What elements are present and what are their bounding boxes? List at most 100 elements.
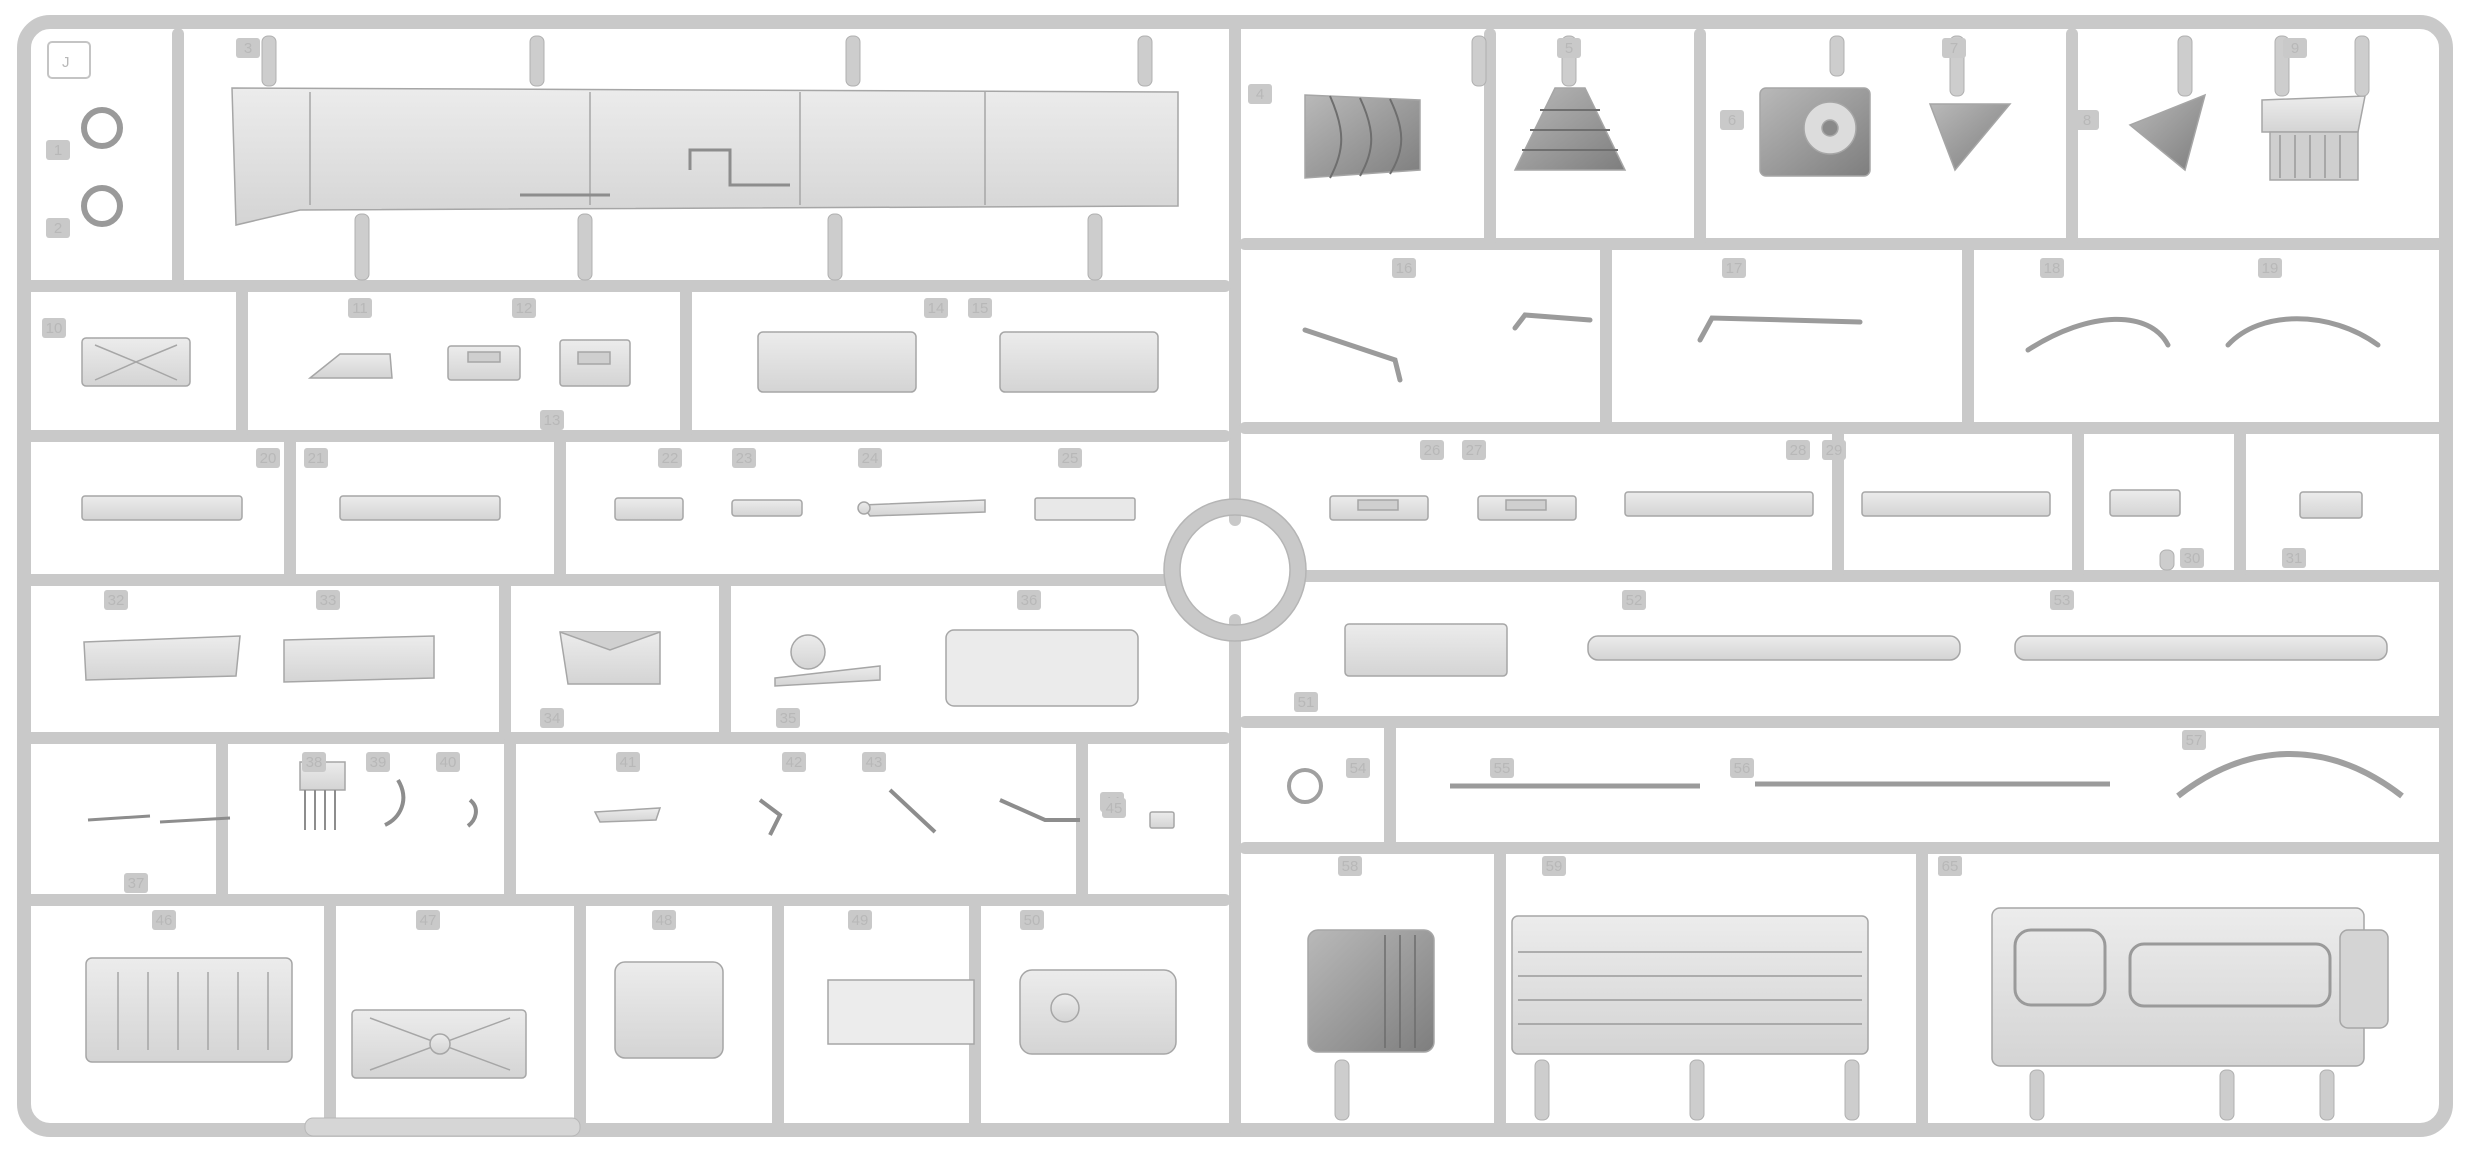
part-number-tag-icon: 18 bbox=[2040, 258, 2064, 278]
part-34 bbox=[559, 631, 661, 685]
part-number-tag-icon: 55 bbox=[1490, 758, 1514, 778]
part-number-tag-icon: 10 bbox=[42, 318, 66, 338]
part-number-tag-icon: 2 bbox=[46, 218, 70, 238]
part-number-label: 8 bbox=[2083, 112, 2091, 129]
part-number-tag-icon: 30 bbox=[2180, 548, 2204, 568]
part-number-label: 23 bbox=[736, 450, 753, 467]
part-number-label: 2 bbox=[54, 220, 62, 237]
part-number-label: 5 bbox=[1565, 40, 1573, 57]
part-number-label: 50 bbox=[1024, 912, 1041, 929]
part-number-label: 39 bbox=[370, 754, 387, 771]
part-number-tag-icon: 59 bbox=[1542, 856, 1566, 876]
part-43 bbox=[888, 788, 937, 834]
part-number-tag-icon: 12 bbox=[512, 298, 536, 318]
part-number-tag-icon: 6 bbox=[1720, 110, 1744, 130]
part-number-tag-icon: 1 bbox=[46, 140, 70, 160]
part-number-label: 25 bbox=[1062, 450, 1079, 467]
part-number-tag-icon: 41 bbox=[616, 752, 640, 772]
part-58 bbox=[1307, 929, 1435, 1053]
part-number-label: 30 bbox=[2184, 550, 2201, 567]
part-number-tag-icon: 13 bbox=[540, 410, 564, 430]
part-number-tag-icon: 22 bbox=[658, 448, 682, 468]
part-number-label: 14 bbox=[928, 300, 945, 317]
part-39 bbox=[384, 778, 406, 827]
part-number-label: 51 bbox=[1298, 694, 1315, 711]
part-50 bbox=[1019, 969, 1177, 1055]
part-number-label: 37 bbox=[128, 875, 145, 892]
part-28 bbox=[1624, 491, 1814, 517]
part-number-tag-icon: 47 bbox=[416, 910, 440, 930]
part-11 bbox=[307, 353, 393, 379]
part-number-label: 54 bbox=[1350, 760, 1367, 777]
part-number-tag-icon: 7 bbox=[1942, 38, 1966, 58]
part-52 bbox=[1587, 635, 1961, 661]
part-number-tag-icon: 8 bbox=[2075, 110, 2099, 130]
part-number-label: 3 bbox=[244, 40, 252, 57]
part-45 bbox=[1149, 811, 1175, 829]
part-4 bbox=[1304, 94, 1421, 179]
part-number-tag-icon: 35 bbox=[776, 708, 800, 728]
part-number-label: 7 bbox=[1950, 40, 1958, 57]
part-30 bbox=[2109, 489, 2181, 517]
part-number-label: 13 bbox=[544, 412, 561, 429]
part-number-label: 59 bbox=[1546, 858, 1563, 875]
part-number-tag-icon: 11 bbox=[348, 298, 372, 318]
part-number-label: 6 bbox=[1728, 112, 1736, 129]
part-5 bbox=[1513, 87, 1627, 171]
part-number-label: 33 bbox=[320, 592, 337, 609]
part-number-label: 20 bbox=[260, 450, 277, 467]
part-number-tag-icon: 15 bbox=[968, 298, 992, 318]
part-number-tag-icon: 53 bbox=[2050, 590, 2074, 610]
part-number-tag-icon: 3 bbox=[236, 38, 260, 58]
part-number-label: 16 bbox=[1396, 260, 1413, 277]
part-number-tag-icon: 14 bbox=[924, 298, 948, 318]
part-number-label: 12 bbox=[516, 300, 533, 317]
part-number-tag-icon: 56 bbox=[1730, 758, 1754, 778]
part-number-tag-icon: 49 bbox=[848, 910, 872, 930]
part-51 bbox=[1344, 623, 1508, 677]
gate-icons bbox=[261, 35, 2370, 1121]
part-number-label: 43 bbox=[866, 754, 883, 771]
part-number-tag-icon: 65 bbox=[1938, 856, 1962, 876]
part-44 bbox=[999, 798, 1080, 822]
part-38 bbox=[299, 761, 346, 830]
part-number-tag-icon: 17 bbox=[1722, 258, 1746, 278]
part-46 bbox=[85, 957, 293, 1063]
part-number-tag-icon: 57 bbox=[2182, 730, 2206, 750]
part-number-tag-icon: 34 bbox=[540, 708, 564, 728]
part-number-tag-icon: 52 bbox=[1622, 590, 1646, 610]
part-42 bbox=[758, 798, 783, 836]
part-number-tag-icon: 28 bbox=[1786, 440, 1810, 460]
part-number-label: 29 bbox=[1826, 442, 1843, 459]
part-number-label: 40 bbox=[440, 754, 457, 771]
part-32 bbox=[83, 635, 241, 681]
part-number-label: 19 bbox=[2262, 260, 2279, 277]
part-number-tag-icon: 29 bbox=[1822, 440, 1846, 460]
part-number-tag-icon: 54 bbox=[1346, 758, 1370, 778]
part-number-tag-icon: 21 bbox=[304, 448, 328, 468]
part-number-label: 58 bbox=[1342, 858, 1359, 875]
part-33 bbox=[283, 635, 435, 683]
part-number-label: 46 bbox=[156, 912, 173, 929]
part-37 bbox=[87, 814, 231, 824]
part-59 bbox=[1511, 915, 1869, 1055]
part-number-label: 56 bbox=[1734, 760, 1751, 777]
part-number-tag-icon: 16 bbox=[1392, 258, 1416, 278]
part-20 bbox=[81, 495, 243, 521]
part-number-tag-icon: 25 bbox=[1058, 448, 1082, 468]
part-number-label: 34 bbox=[544, 710, 561, 727]
part-number-label: 45 bbox=[1106, 800, 1123, 817]
part-15 bbox=[999, 331, 1159, 393]
part-54 bbox=[1287, 768, 1323, 804]
part-12 bbox=[447, 345, 521, 381]
part-number-label: 18 bbox=[2044, 260, 2061, 277]
part-number-tag-icon: 26 bbox=[1420, 440, 1444, 460]
part-number-label: 27 bbox=[1466, 442, 1483, 459]
part-number-tag-icon: 20 bbox=[256, 448, 280, 468]
part-number-label: 42 bbox=[786, 754, 803, 771]
part-number-label: 11 bbox=[352, 300, 368, 317]
part-number-label: 35 bbox=[780, 710, 797, 727]
part-number-label: 21 bbox=[308, 450, 325, 467]
part-57 bbox=[2176, 751, 2404, 799]
